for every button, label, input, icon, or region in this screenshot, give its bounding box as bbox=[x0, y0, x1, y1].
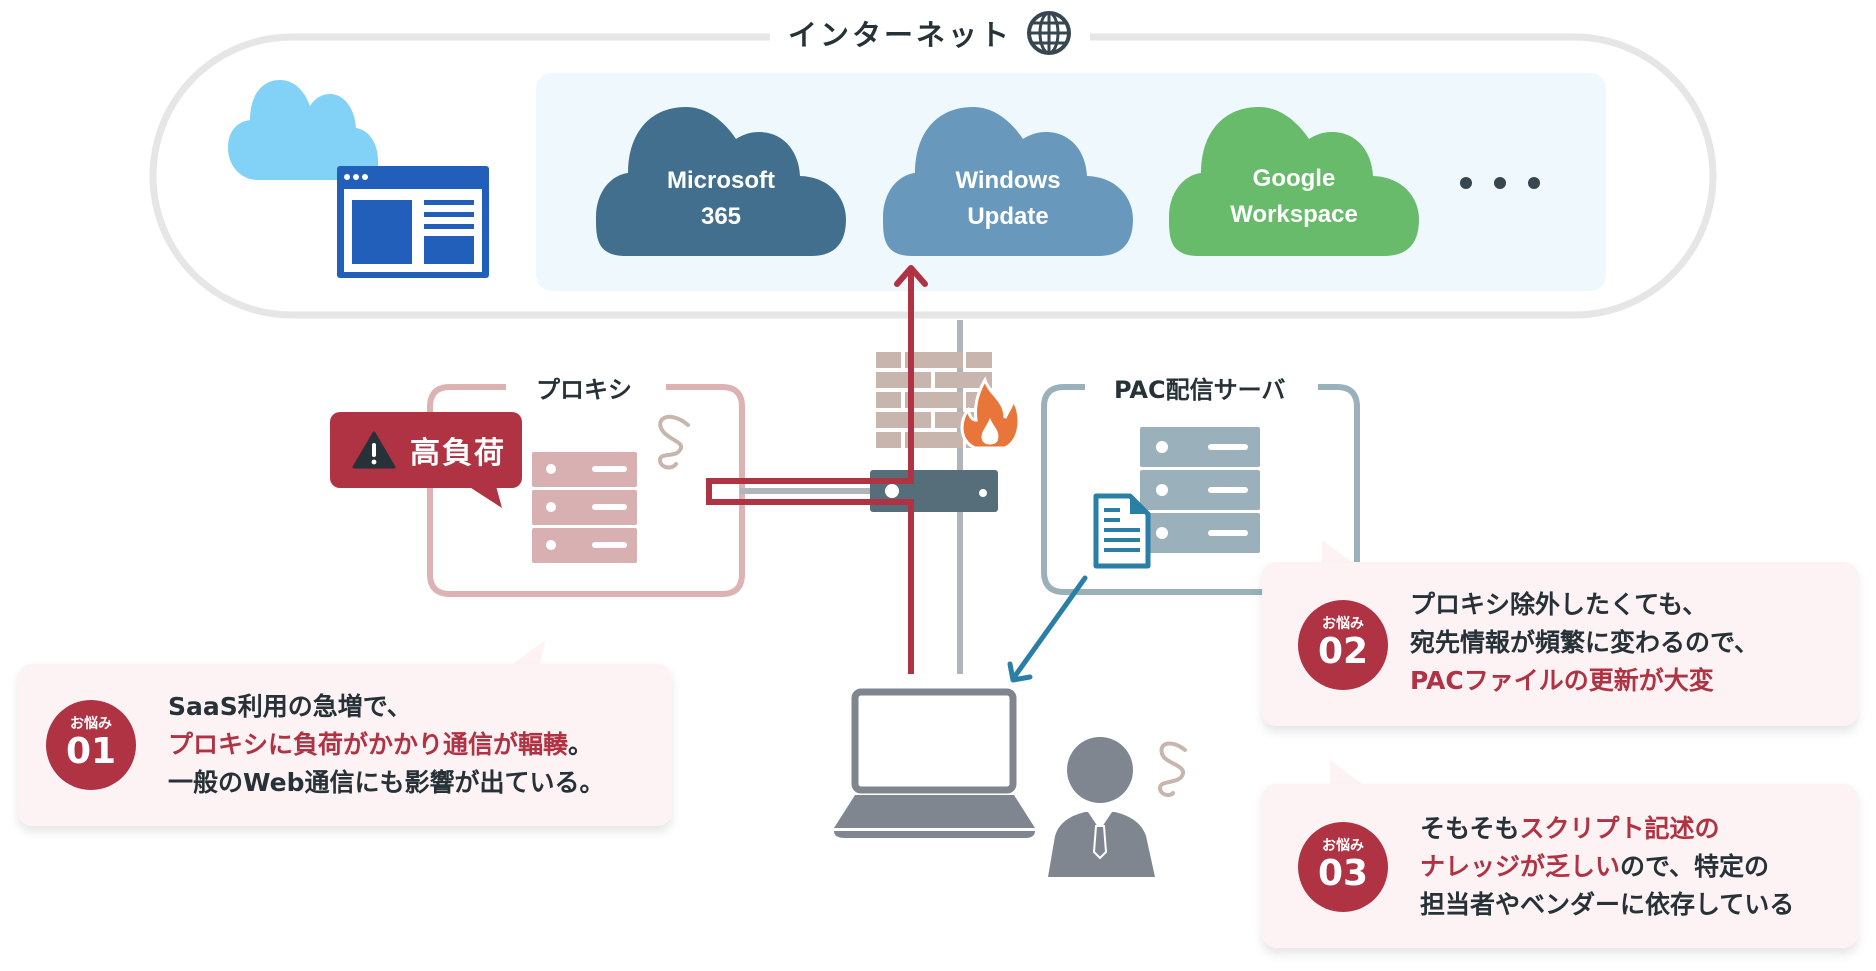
service-label-line1: Microsoft bbox=[667, 167, 775, 194]
pac-server-icon bbox=[1140, 427, 1260, 553]
pain-point-card-03: お悩み 03 そもそもスクリプト記述のナレッジが乏しいので、特定の担当者やベンダ… bbox=[1262, 784, 1858, 948]
pain-badge: お悩み 01 bbox=[46, 700, 136, 790]
service-label-line1: Google bbox=[1252, 165, 1336, 192]
card-text-segment: プロキシ除外したくても、 bbox=[1410, 590, 1708, 619]
page-title: インターネット bbox=[770, 8, 1091, 58]
laptop-icon bbox=[834, 688, 1035, 838]
cloud-icon bbox=[1169, 107, 1419, 256]
badge-label: お悩み bbox=[70, 716, 112, 732]
pac-delivery-arrow bbox=[1012, 575, 1088, 679]
stress-swirl-icon bbox=[1157, 741, 1187, 798]
cloud-browser-icon bbox=[228, 80, 489, 278]
person-icon bbox=[1048, 737, 1155, 877]
card-text: プロキシ除外したくても、宛先情報が頻繁に変わるので、 PACファイルの更新が大変 bbox=[1410, 586, 1759, 700]
card-text-segment: そもそも bbox=[1420, 814, 1520, 843]
pain-point-card-01: お悩み 01 SaaS利用の急増で、プロキシに負荷がかかり通信が輻輳。一般のWe… bbox=[18, 664, 672, 826]
service-google-workspace: Google Workspace bbox=[1169, 161, 1419, 233]
highlighted-text: スクリプト記述の bbox=[1519, 814, 1720, 843]
highlighted-text: PACファイルの更新が大変 bbox=[1410, 666, 1714, 695]
badge-number: 01 bbox=[65, 731, 117, 772]
service-label-line1: Windows bbox=[955, 167, 1061, 194]
highlighted-text: ナレッジが乏しい bbox=[1420, 852, 1621, 881]
alert-text: 高負荷 bbox=[410, 436, 506, 471]
card-text-segment: 一般のWeb通信にも影響が出ている。 bbox=[168, 768, 605, 797]
card-text-segment: 。 bbox=[568, 730, 594, 759]
proxy-label: プロキシ bbox=[520, 370, 648, 405]
high-load-alert: 高負荷 bbox=[330, 412, 522, 488]
card-text-segment: SaaS利用の急増で、 bbox=[168, 692, 412, 721]
arrow-up-icon bbox=[894, 265, 928, 287]
card-text: そもそもスクリプト記述のナレッジが乏しいので、特定の担当者やベンダーに依存してい… bbox=[1420, 810, 1794, 924]
card-text: SaaS利用の急増で、プロキシに負荷がかかり通信が輻輳。一般のWeb通信にも影響… bbox=[168, 688, 605, 802]
service-microsoft-365: Microsoft 365 bbox=[596, 163, 846, 235]
service-label-line2: Workspace bbox=[1230, 201, 1358, 228]
card-line: ナレッジが乏しいので、特定の bbox=[1420, 848, 1794, 886]
card-text-segment: ので、特定の bbox=[1620, 852, 1770, 881]
card-line: 宛先情報が頻繁に変わるので、 bbox=[1410, 624, 1759, 662]
card-line: SaaS利用の急増で、 bbox=[168, 688, 605, 726]
card-text-segment: 担当者やベンダーに依存している bbox=[1420, 890, 1795, 919]
proxy-server-icon bbox=[532, 452, 637, 563]
alert-tail bbox=[468, 486, 502, 508]
badge-number: 03 bbox=[1317, 853, 1369, 894]
badge-label: お悩み bbox=[1322, 838, 1364, 854]
card-line: PACファイルの更新が大変 bbox=[1410, 662, 1759, 700]
service-label-line2: 365 bbox=[700, 203, 742, 230]
title-text: インターネット bbox=[788, 18, 1013, 52]
ellipsis-icon bbox=[1460, 177, 1540, 189]
pain-point-card-02: お悩み 02 プロキシ除外したくても、宛先情報が頻繁に変わるので、 PACファイル… bbox=[1262, 562, 1858, 726]
card-line: プロキシ除外したくても、 bbox=[1410, 586, 1759, 624]
globe-icon bbox=[1027, 11, 1072, 55]
card-line: そもそもスクリプト記述の bbox=[1420, 810, 1794, 848]
service-windows-update: Windows Update bbox=[883, 163, 1133, 235]
pac-server-box bbox=[1041, 384, 1360, 595]
card-line: 一般のWeb通信にも影響が出ている。 bbox=[168, 764, 605, 802]
service-label-line2: Update bbox=[967, 203, 1049, 230]
warning-icon bbox=[352, 431, 396, 469]
document-icon bbox=[1093, 493, 1151, 569]
pain-badge: お悩み 02 bbox=[1298, 600, 1388, 690]
cloud-icon bbox=[596, 107, 846, 256]
badge-number: 02 bbox=[1317, 631, 1369, 672]
card-line: 担当者やベンダーに依存している bbox=[1420, 886, 1794, 924]
fire-icon bbox=[960, 376, 1021, 450]
card-line: プロキシに負荷がかかり通信が輻輳。 bbox=[168, 726, 605, 764]
proxy-traffic-path bbox=[706, 272, 914, 674]
cloud-icon bbox=[883, 107, 1133, 256]
highlighted-text: プロキシに負荷がかかり通信が輻輳 bbox=[168, 730, 569, 759]
stress-swirl-icon bbox=[657, 414, 690, 470]
card-text-segment: 宛先情報が頻繁に変わるので、 bbox=[1410, 628, 1760, 657]
proxy-box bbox=[427, 384, 745, 597]
pac-server-label: PAC配信サーバ bbox=[1098, 370, 1302, 405]
badge-label: お悩み bbox=[1322, 616, 1364, 632]
pain-badge: お悩み 03 bbox=[1298, 822, 1388, 912]
